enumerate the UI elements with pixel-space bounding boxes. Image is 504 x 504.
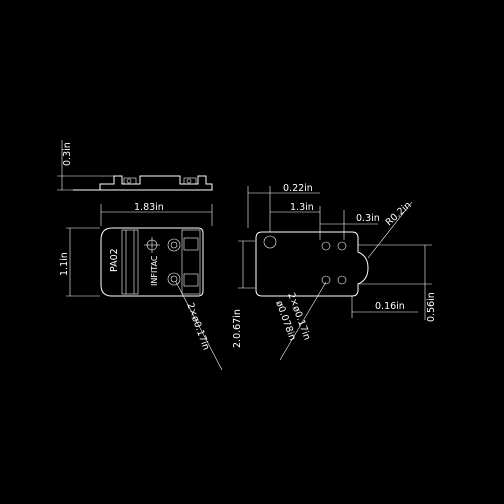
top-width-dim: 1.1in: [59, 252, 70, 276]
profile-height-dim: 2.0.67in: [232, 309, 243, 348]
profile-spacing-dim: 1.3in: [290, 202, 314, 213]
profile-notch-dim: 0.16in: [375, 301, 405, 312]
profile-view: 0.22in 1.3in 0.3in R0.2in 2.0.67in 0.56i…: [232, 183, 437, 361]
top-length-dim: 1.83in: [134, 202, 164, 213]
top-hole-callout: 2×ø0.17in: [184, 301, 211, 351]
side-height-dim: 0.3in: [62, 142, 73, 166]
profile-notch-height-dim: 0.56in: [426, 292, 437, 322]
part-label: PA02: [109, 248, 120, 272]
brand-label: INFITAC: [150, 255, 159, 286]
profile-offset-dim: 0.22in: [283, 183, 313, 194]
top-view: 1.83in 1.1in PA02 INFITAC 2×ø0.17in: [59, 202, 223, 371]
profile-hole-gap-dim: 0.3in: [356, 213, 380, 224]
profile-radius-dim: R0.2in: [384, 200, 414, 228]
side-view: 0.3in: [57, 140, 213, 191]
